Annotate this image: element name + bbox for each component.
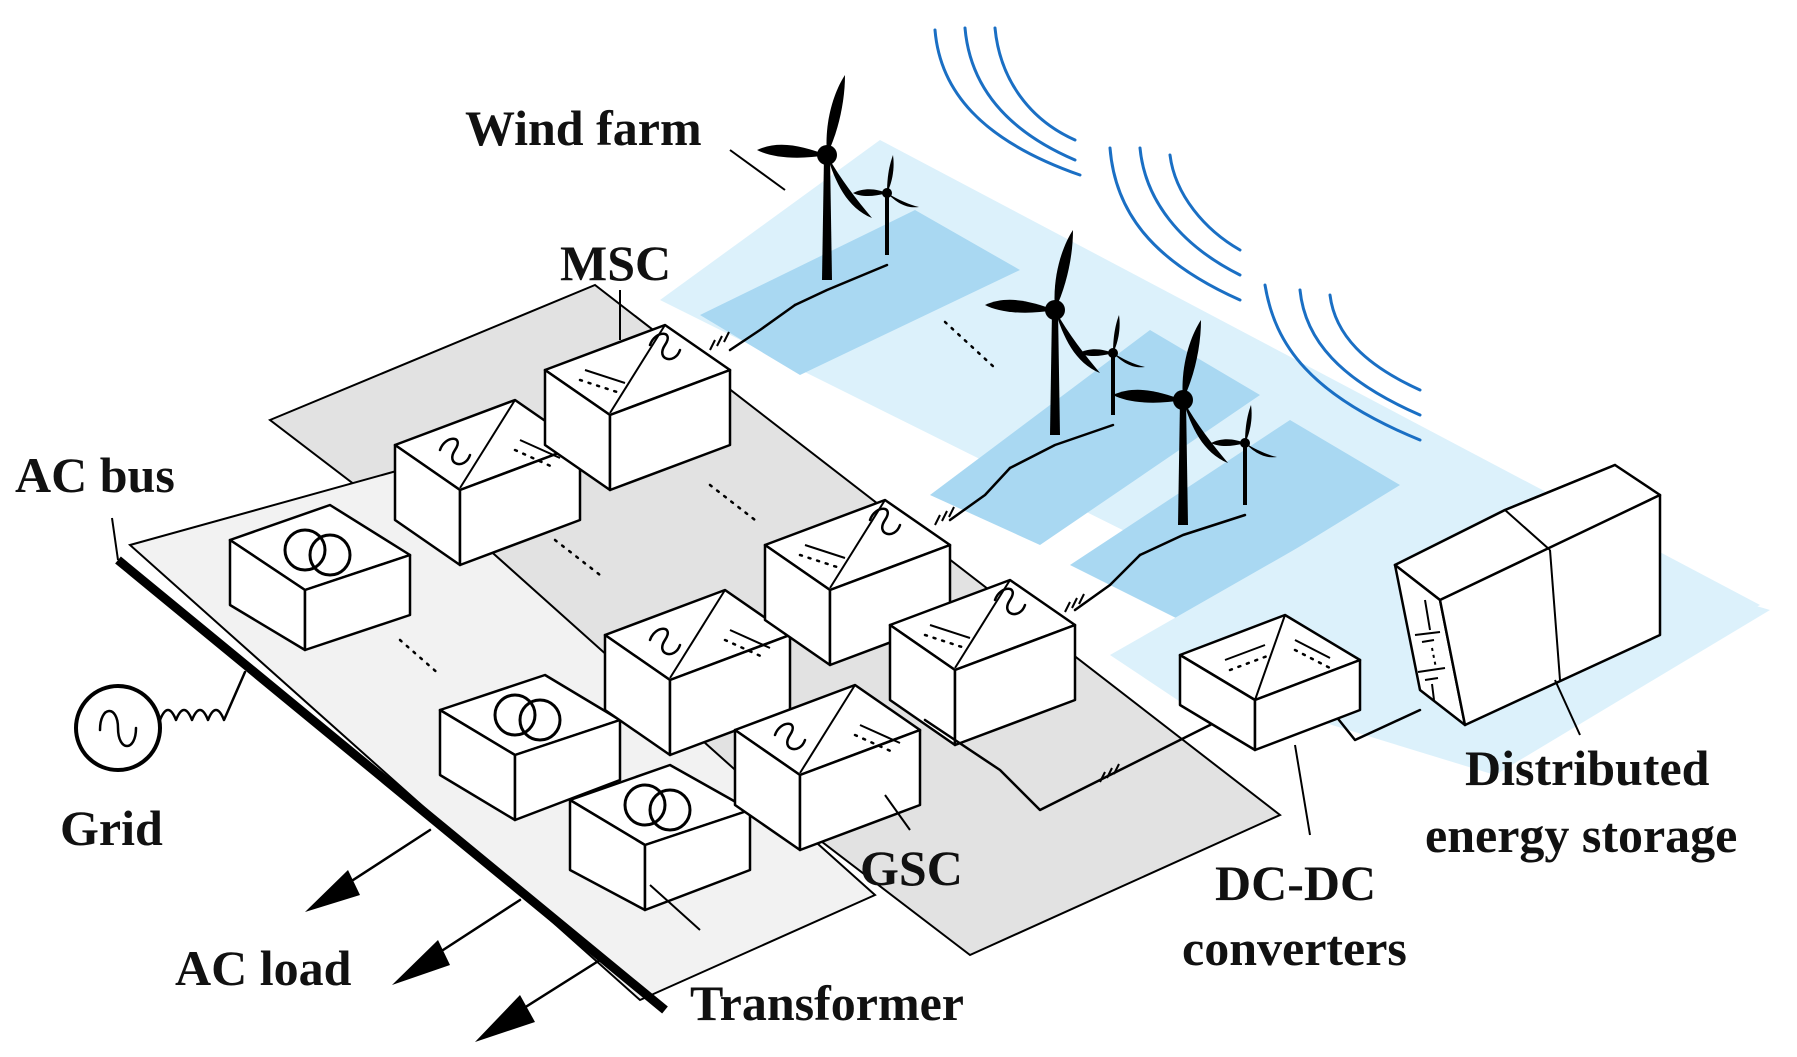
transformer-box-3 bbox=[568, 763, 752, 912]
wind-turbine-group-2 bbox=[985, 230, 1145, 470]
ellipsis-dots bbox=[943, 320, 997, 370]
transformer-box-2 bbox=[438, 673, 622, 822]
wind-turbine-group-1 bbox=[757, 75, 919, 307]
dc-dc-converters-label-line1: DC-DC bbox=[1215, 855, 1376, 911]
label-leaders bbox=[619, 290, 1581, 931]
wind-waves bbox=[933, 26, 1422, 442]
msc-label: MSC bbox=[560, 235, 671, 291]
ellipsis-dots bbox=[708, 483, 757, 522]
grid-label: Grid bbox=[60, 800, 163, 856]
converter-box-4 bbox=[763, 498, 952, 667]
ac-bus-label: AC bus bbox=[15, 447, 175, 503]
ellipsis-dots bbox=[398, 638, 442, 677]
converter-box-1 bbox=[393, 398, 582, 567]
ellipsis-dots bbox=[553, 538, 602, 577]
ac-bus-leader bbox=[111, 517, 119, 561]
arrow-icon bbox=[475, 995, 535, 1042]
arrow-icon bbox=[392, 940, 450, 985]
dc-dc-converter-box bbox=[1178, 613, 1362, 752]
gsc-label: GSC bbox=[860, 840, 963, 896]
ac-load-arrows bbox=[305, 828, 602, 1042]
wind-farm-leader bbox=[729, 149, 786, 191]
arrow-icon bbox=[305, 870, 360, 912]
distributed-energy-storage-label-line2: energy storage bbox=[1425, 807, 1737, 863]
inductor-coil-icon bbox=[158, 670, 247, 722]
converter-box-2 bbox=[543, 323, 732, 492]
converter-box-3 bbox=[603, 588, 792, 757]
wind-farm-label: Wind farm bbox=[465, 100, 702, 156]
battery-icon bbox=[1414, 599, 1446, 701]
transformer-icon bbox=[283, 528, 352, 577]
wind-turbine-group-3 bbox=[1113, 320, 1277, 557]
battery-cabinet bbox=[1393, 463, 1662, 727]
transformer-icon bbox=[493, 693, 562, 742]
ac-load-label: AC load bbox=[175, 940, 352, 996]
transformer-box-1 bbox=[228, 503, 412, 652]
converter-box-5 bbox=[733, 683, 922, 852]
distributed-energy-storage-label-line1: Distributed bbox=[1465, 740, 1710, 796]
dc-dc-converters-label-line2: converters bbox=[1182, 920, 1407, 976]
transformer-label: Transformer bbox=[690, 975, 964, 1031]
ac-bus-line bbox=[115, 556, 668, 1014]
transformer-icon bbox=[623, 783, 692, 832]
converter-box-6 bbox=[888, 578, 1077, 747]
grid-source bbox=[74, 670, 247, 772]
